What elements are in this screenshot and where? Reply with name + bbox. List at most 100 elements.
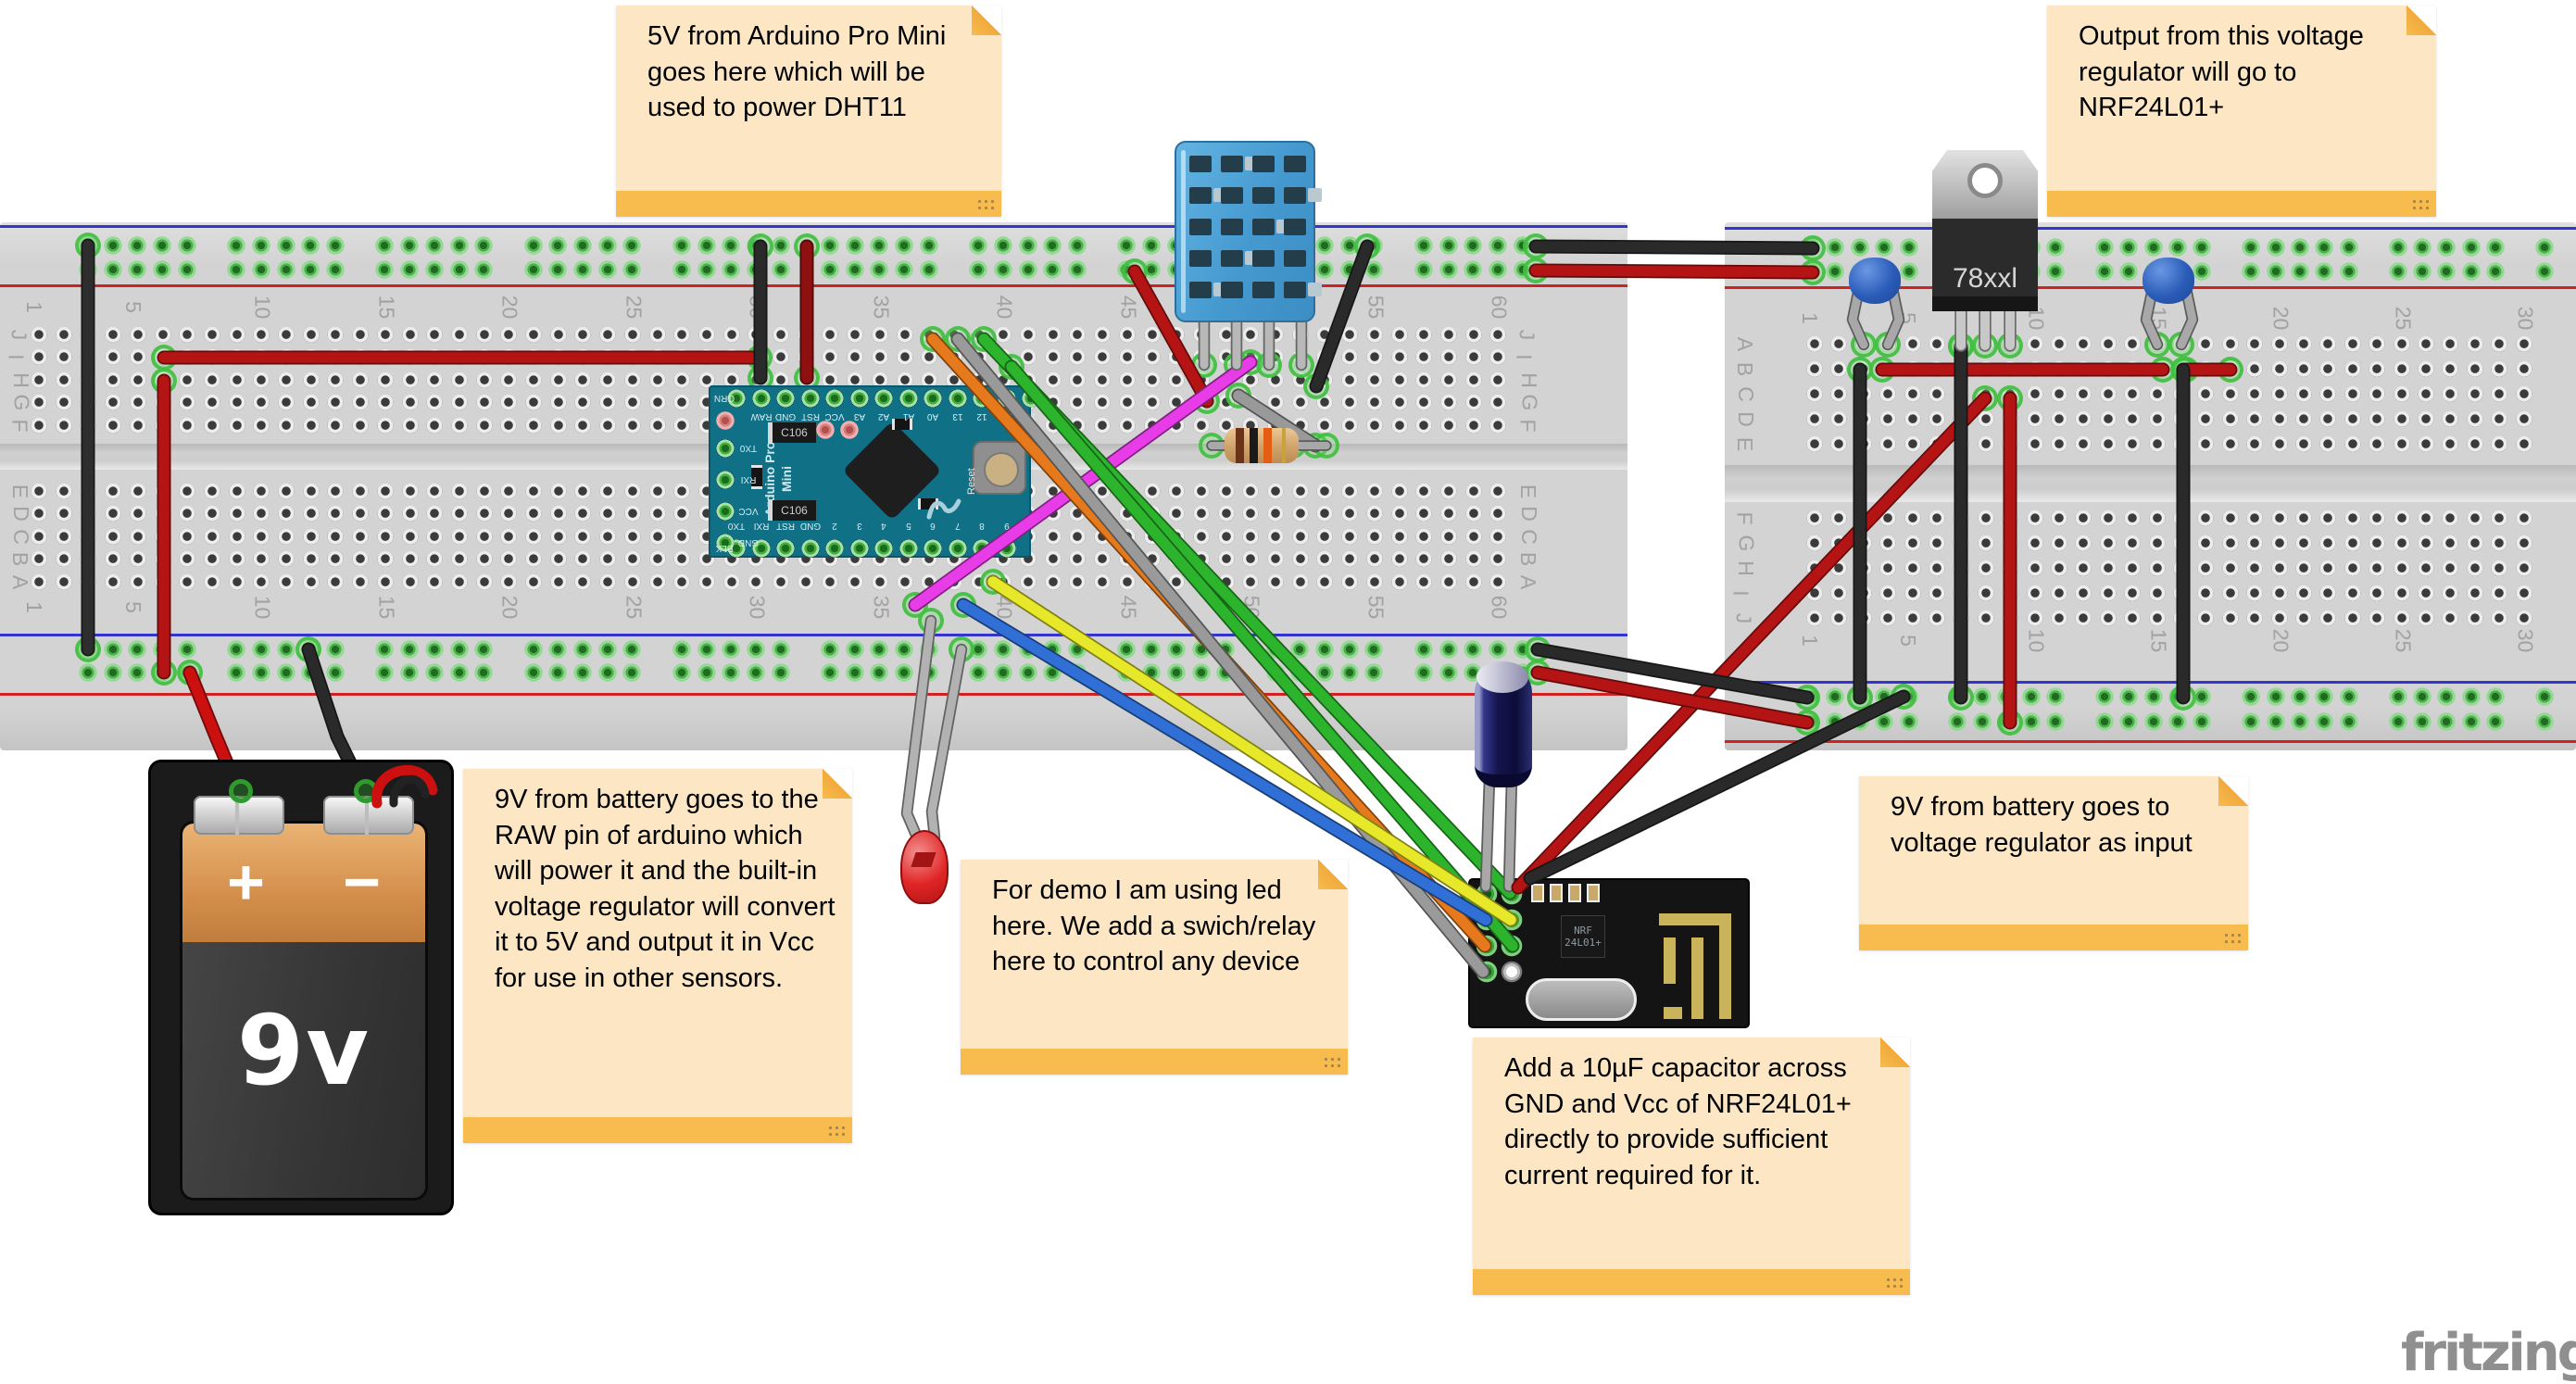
voltage-regulator-78xxl[interactable]: 78xxl xyxy=(1932,219,2038,311)
note-resize-grip[interactable] xyxy=(2411,198,2431,212)
note-resize-grip[interactable] xyxy=(2223,932,2243,946)
breadboard-hole xyxy=(1316,506,1334,523)
note-resize-grip[interactable] xyxy=(1323,1056,1343,1070)
breadboard-hole xyxy=(500,371,518,389)
connection-highlight xyxy=(1948,685,1974,711)
note-bar xyxy=(1859,925,2248,950)
arduino-top-pin[interactable] xyxy=(727,389,746,408)
nrf-header-pin[interactable] xyxy=(1476,909,1498,931)
nrf-header-pin[interactable] xyxy=(1501,935,1523,957)
note-regulator-output[interactable]: Output from this voltage regulator will … xyxy=(2047,6,2436,217)
nine-volt-battery[interactable]: + − 9v xyxy=(148,760,454,1215)
note-resize-grip[interactable] xyxy=(827,1125,848,1139)
arduino-top-pin[interactable] xyxy=(849,389,869,408)
red-led[interactable] xyxy=(900,830,949,904)
breadboard-hole xyxy=(697,327,715,344)
arduino-pin-label: 6 xyxy=(930,521,936,531)
breadboard-hole xyxy=(2246,411,2264,428)
note-resize-grip[interactable] xyxy=(1885,1277,1905,1290)
arduino-pin-label: RXI xyxy=(740,474,757,484)
arduino-grn-pad[interactable] xyxy=(716,411,735,430)
arduino-top-pin[interactable] xyxy=(973,389,991,408)
nrf-header-pin[interactable] xyxy=(1501,883,1523,905)
electrolytic-capacitor-10uf[interactable] xyxy=(1475,661,1532,787)
ceramic-capacitor-1[interactable] xyxy=(1849,258,1901,304)
breadboard-hole xyxy=(2075,336,2092,353)
nrf-header-pin[interactable] xyxy=(1501,909,1523,931)
breadboard-hole xyxy=(253,573,270,591)
arduino-bottom-pin[interactable] xyxy=(948,539,967,558)
breadboard-hole xyxy=(1341,506,1359,523)
arduino-top-pin[interactable] xyxy=(825,389,844,408)
breadboard-hole xyxy=(105,551,122,569)
arduino-bottom-pin[interactable] xyxy=(973,539,991,558)
power-rail-hole xyxy=(153,260,172,279)
nrf-header-pin[interactable] xyxy=(1476,961,1498,983)
power-rail-hole xyxy=(1875,238,1894,257)
breadboard-hole xyxy=(1489,551,1507,569)
breadboard-hole xyxy=(871,573,888,591)
arduino-pin-label: A2 xyxy=(877,411,890,421)
arduino-bottom-pin[interactable] xyxy=(924,539,942,558)
note-regulator-input[interactable]: 9V from battery goes to voltage regulato… xyxy=(1859,776,2248,950)
breadboard-hole xyxy=(673,484,691,500)
arduino-bottom-pin[interactable] xyxy=(898,539,918,558)
arduino-top-pin[interactable] xyxy=(924,389,942,408)
arduino-side-pin[interactable] xyxy=(716,502,735,521)
power-rail-hole xyxy=(449,260,469,279)
breadboard-hole xyxy=(599,573,617,591)
note-dht-power[interactable]: 5V from Arduino Pro Mini goes here which… xyxy=(616,6,1001,217)
arduino-bottom-pin[interactable] xyxy=(751,539,771,558)
breadboard-hole xyxy=(228,484,245,500)
power-rail-hole xyxy=(722,260,741,279)
dht11-sensor[interactable] xyxy=(1175,141,1322,322)
arduino-side-pin[interactable] xyxy=(716,439,735,458)
arduino-bottom-pin[interactable] xyxy=(800,539,820,558)
breadboard-hole xyxy=(549,349,567,367)
arduino-top-pin[interactable] xyxy=(898,389,918,408)
power-rail-hole xyxy=(1018,260,1037,279)
arduino-side-pin[interactable] xyxy=(716,534,735,552)
arduino-bottom-pin[interactable] xyxy=(776,539,795,558)
note-led-demo[interactable]: For demo I am using led here. We add a s… xyxy=(961,860,1348,1075)
eleccap-leg-left[interactable] xyxy=(1479,772,1496,893)
power-rail-hole xyxy=(870,236,889,255)
arduino-top-pin[interactable] xyxy=(1022,389,1040,408)
nrf-header-pin[interactable] xyxy=(1476,883,1498,905)
nrf-header-pin-unused[interactable] xyxy=(1501,961,1523,983)
arduino-top-pin[interactable] xyxy=(776,389,795,408)
arduino-side-pin[interactable] xyxy=(716,471,735,489)
arduino-bottom-pin[interactable] xyxy=(849,539,869,558)
arduino-bottom-pin[interactable] xyxy=(997,539,1016,558)
arduino-top-pin[interactable] xyxy=(997,389,1016,408)
note-battery-raw[interactable]: 9V from battery goes to the RAW pin of a… xyxy=(463,769,852,1143)
breadboard-hole xyxy=(1904,610,1921,627)
note-resize-grip[interactable] xyxy=(976,198,997,212)
power-rail-hole xyxy=(1972,712,1992,731)
resistor-10k[interactable] xyxy=(1225,428,1299,463)
breadboard-hole xyxy=(2221,436,2239,453)
arduino-bottom-pin[interactable] xyxy=(874,539,893,558)
nrf-header-pin[interactable] xyxy=(1476,935,1498,957)
arduino-top-pin[interactable] xyxy=(948,389,967,408)
note-bar xyxy=(1473,1269,1910,1295)
ceramic-capacitor-2[interactable] xyxy=(2142,258,2194,304)
breadboard-hole xyxy=(55,506,72,523)
power-rail-hole xyxy=(993,236,1012,255)
power-rail-hole xyxy=(1191,640,1211,659)
breadboard-hole xyxy=(302,573,320,591)
arduino-bottom-pin[interactable] xyxy=(825,539,844,558)
note-capacitor[interactable]: Add a 10µF capacitor across GND and Vcc … xyxy=(1473,1038,1910,1295)
reset-button[interactable] xyxy=(973,441,1026,495)
arduino-top-pin[interactable] xyxy=(751,389,771,408)
row-letter-label: D xyxy=(1733,411,1758,427)
eleccap-leg-right[interactable] xyxy=(1502,772,1518,893)
breadboard-hole xyxy=(105,506,122,523)
arduino-top-pin[interactable] xyxy=(874,389,893,408)
power-rail-hole xyxy=(424,260,444,279)
arduino-top-pin[interactable] xyxy=(800,389,820,408)
power-rail-hole xyxy=(128,260,147,279)
